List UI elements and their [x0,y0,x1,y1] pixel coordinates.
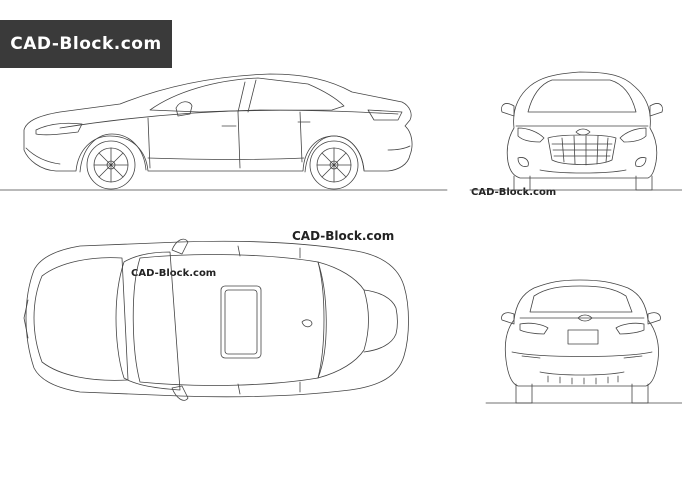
rear-license-plate [568,330,598,344]
side-front-arch [80,134,146,172]
rear-right-reflector [624,356,642,358]
front-left-tire [514,176,530,190]
side-front-wheel [87,141,135,189]
front-right-tire [636,176,652,190]
rear-diffuser [540,372,624,384]
site-logo-text: CAD-Block.com [10,34,162,54]
car-top-view [24,239,409,400]
side-b-pillar [238,82,245,112]
front-right-headlight [620,128,646,142]
front-body-outline [507,72,657,178]
rear-bumper [512,352,652,357]
front-emblem [576,129,590,135]
site-logo-banner[interactable]: CAD-Block.com [0,20,172,68]
side-sill [148,158,304,160]
front-windshield [528,80,636,112]
side-mirror [176,102,192,116]
side-beltline [60,110,398,128]
top-left-mirror [172,239,188,254]
side-bumper-rear [388,146,410,150]
top-right-mirror [172,386,188,400]
side-bumper-front [26,148,60,164]
top-rear-window [318,262,369,378]
side-greenhouse [150,78,344,112]
front-left-mirror [502,104,515,116]
side-door-front [148,112,240,168]
rear-left-tire [516,384,532,403]
rear-emblem [578,315,592,321]
top-trunk [364,290,398,352]
front-left-headlight [518,128,544,142]
watermark-front-view: CAD-Block.com [471,187,557,198]
front-right-foglamp [636,157,646,166]
front-right-mirror [650,104,663,116]
top-sunroof [221,286,261,358]
top-fuel-cap [302,320,312,327]
car-front-view [470,72,682,190]
side-c-pillar [248,80,256,112]
front-left-foglamp [518,157,528,166]
watermark-top-view: CAD-Block.com [292,229,395,243]
top-body-outline [26,241,409,396]
front-grille [548,135,616,165]
rear-left-taillight [520,323,548,334]
watermark-roof: CAD-Block.com [131,268,217,279]
rear-left-mirror [502,313,515,324]
rear-left-reflector [522,356,540,358]
side-door-rear [300,112,302,162]
top-hood [34,258,128,381]
side-taillight [368,110,402,120]
side-rear-arch [305,136,364,172]
car-side-view [0,74,447,190]
rear-right-mirror [648,313,661,324]
car-rear-view [486,280,682,403]
top-front-bumper [24,300,28,338]
side-body-outline [24,74,412,171]
side-rear-wheel [310,141,358,189]
top-windshield [116,252,180,390]
side-headlight [36,123,82,135]
rear-right-tire [632,384,648,403]
front-lower-intake [540,170,626,173]
rear-right-taillight [616,323,644,334]
top-roof [133,255,326,386]
top-door-lines [238,246,300,394]
rear-window [530,286,632,312]
